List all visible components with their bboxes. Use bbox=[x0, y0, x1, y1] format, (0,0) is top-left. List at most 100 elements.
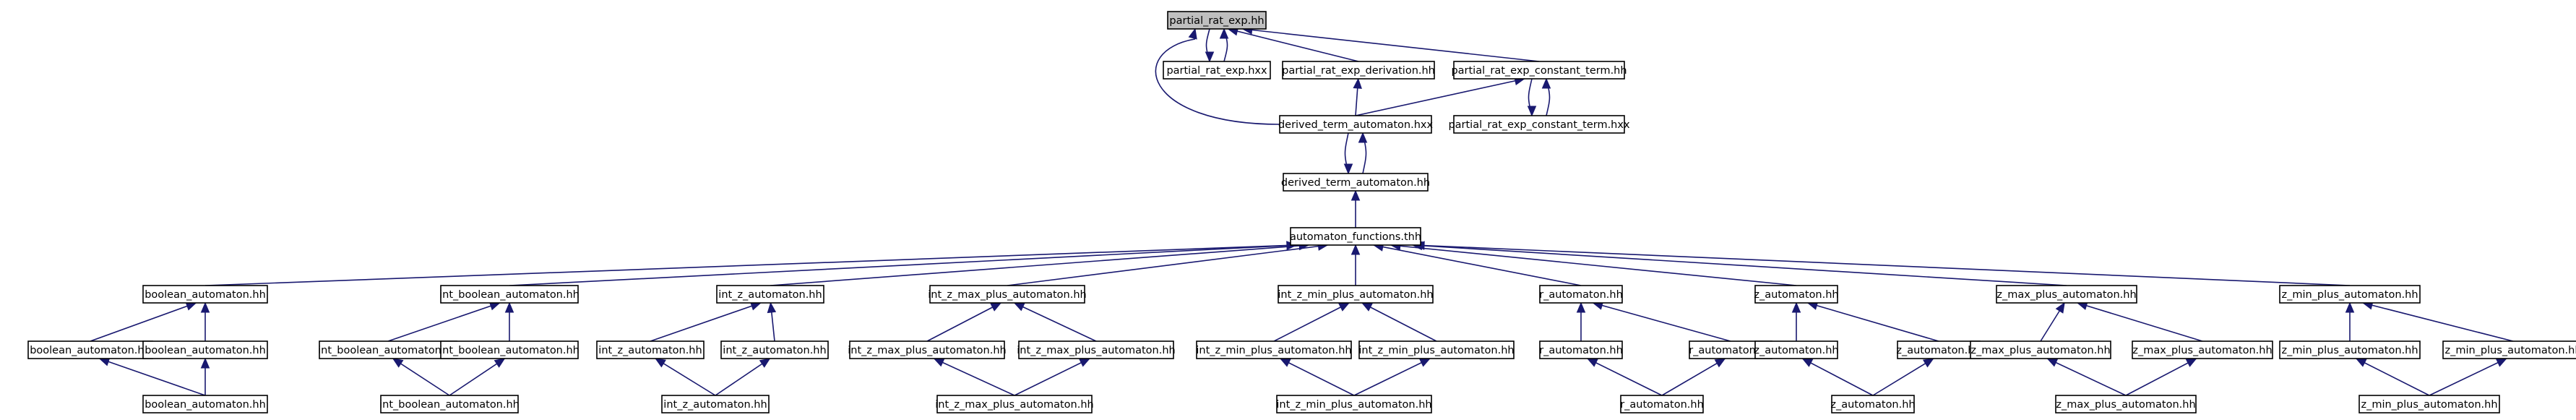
node-g0b[interactable]: boolean_automaton.hh bbox=[142, 340, 268, 359]
edge-g3a-to-g3 bbox=[926, 302, 1001, 342]
node-label: z_min_plus_automaton.hh bbox=[2281, 345, 2418, 356]
edge-n4-to-n2-arrowhead bbox=[1353, 77, 1362, 89]
node-box bbox=[849, 340, 1005, 359]
node-box bbox=[1283, 173, 1429, 192]
node-g8b[interactable]: z_min_plus_automaton.hh bbox=[2442, 340, 2576, 359]
edge-g3a-to-g3-arrowhead bbox=[990, 302, 1002, 312]
node-box bbox=[1620, 395, 1704, 413]
edge-n1-to-n0-arrowhead bbox=[1219, 27, 1229, 39]
node-g8a[interactable]: z_min_plus_automaton.hh bbox=[2279, 340, 2421, 359]
node-g7b[interactable]: z_max_plus_automaton.hh bbox=[2132, 340, 2273, 359]
edge-g4a-to-g4 bbox=[1273, 302, 1350, 342]
node-box bbox=[1996, 285, 2137, 304]
node-g3[interactable]: int_z_max_plus_automaton.hh bbox=[928, 285, 1087, 304]
node-label: int_z_max_plus_automaton.hh bbox=[1017, 345, 1175, 356]
node-g4[interactable]: int_z_min_plus_automaton.hh bbox=[1278, 285, 1434, 304]
node-g8c[interactable]: z_min_plus_automaton.hh bbox=[2359, 395, 2500, 413]
node-label: int_z_min_plus_automaton.hh bbox=[1278, 289, 1433, 301]
node-g5c[interactable]: r_automaton.hh bbox=[1620, 395, 1704, 413]
node-label: boolean_automaton.hh bbox=[145, 289, 266, 301]
node-n6[interactable]: derived_term_automaton.hh bbox=[1281, 173, 1430, 192]
edge-g2c-to-g2b-arrowhead bbox=[759, 358, 771, 368]
node-g7[interactable]: z_max_plus_automaton.hh bbox=[1996, 285, 2137, 304]
node-g0a[interactable]: boolean_automaton.hh bbox=[27, 340, 153, 359]
node-g3c[interactable]: int_z_max_plus_automaton.hh bbox=[935, 395, 1094, 413]
edge-g1b-to-g1-arrowhead bbox=[504, 301, 514, 313]
edge-g3c-to-g3b bbox=[1014, 358, 1090, 396]
node-box bbox=[720, 340, 829, 359]
node-g2b[interactable]: int_z_automaton.hh bbox=[720, 340, 829, 359]
node-label: r_automaton.hh bbox=[1539, 289, 1623, 301]
node-g3b[interactable]: int_z_max_plus_automaton.hh bbox=[1017, 340, 1176, 359]
node-box bbox=[2442, 340, 2576, 359]
node-label: int_boolean_automaton.hh bbox=[318, 345, 458, 356]
edge-g6c-to-g6a bbox=[1802, 358, 1874, 396]
node-label: r_automaton.hh bbox=[1689, 345, 1772, 356]
node-box bbox=[1167, 11, 1267, 30]
node-label: r_automaton.hh bbox=[1620, 399, 1704, 411]
node-g1c[interactable]: int_boolean_automaton.hh bbox=[379, 395, 520, 413]
node-label: partial_rat_exp_constant_term.hh bbox=[1451, 65, 1627, 77]
edge-g5c-to-g5a bbox=[1587, 358, 1663, 396]
edge-g1a-to-g1 bbox=[387, 302, 500, 342]
node-g1b[interactable]: int_boolean_automaton.hh bbox=[439, 340, 580, 359]
edge-g1c-to-g1b-arrowhead bbox=[494, 358, 506, 368]
edge-g4c-to-g4a-arrowhead bbox=[1279, 358, 1291, 367]
edge-g0-to-n7 bbox=[204, 244, 1297, 286]
node-g1[interactable]: int_boolean_automaton.hh bbox=[439, 285, 580, 304]
node-g6b[interactable]: z_automaton.hh bbox=[1896, 340, 1981, 359]
node-n5[interactable]: partial_rat_exp_constant_term.hxx bbox=[1448, 115, 1630, 134]
edge-g0a-to-g0-arrowhead bbox=[185, 301, 197, 311]
node-box bbox=[929, 285, 1085, 304]
edge-g6c-to-g6a-arrowhead bbox=[1801, 358, 1814, 367]
node-g5a[interactable]: r_automaton.hh bbox=[1539, 340, 1623, 359]
node-g2a[interactable]: int_z_automaton.hh bbox=[596, 340, 705, 359]
node-g2[interactable]: int_z_automaton.hh bbox=[716, 285, 824, 304]
node-label: int_z_max_plus_automaton.hh bbox=[928, 289, 1086, 301]
node-box bbox=[1279, 115, 1432, 134]
edge-g1-to-n7 bbox=[509, 244, 1297, 286]
node-n4[interactable]: derived_term_automaton.hxx bbox=[1278, 115, 1434, 134]
node-box bbox=[2359, 395, 2500, 413]
node-g4a[interactable]: int_z_min_plus_automaton.hh bbox=[1196, 340, 1352, 359]
node-label: z_automaton.hh bbox=[1830, 399, 1915, 411]
node-n1[interactable]: partial_rat_exp.hxx bbox=[1163, 61, 1271, 80]
node-g8[interactable]: z_min_plus_automaton.hh bbox=[2279, 285, 2421, 304]
edge-g8c-to-g8a bbox=[2356, 358, 2430, 396]
node-n3[interactable]: partial_rat_exp_constant_term.hh bbox=[1451, 61, 1627, 80]
node-box bbox=[1453, 61, 1625, 80]
node-label: partial_rat_exp_constant_term.hxx bbox=[1448, 119, 1630, 131]
node-g4c[interactable]: int_z_min_plus_automaton.hh bbox=[1276, 395, 1432, 413]
edge-g7b-to-g7 bbox=[2077, 302, 2203, 342]
node-box bbox=[1282, 61, 1435, 80]
edge-n4-to-n6-arrowhead bbox=[1343, 163, 1353, 175]
node-label: int_z_max_plus_automaton.hh bbox=[848, 345, 1006, 356]
edge-g6c-to-g6b-arrowhead bbox=[1922, 358, 1934, 368]
edge-g6b-to-g6 bbox=[1807, 302, 1939, 342]
node-label: z_automaton.hh bbox=[1754, 345, 1838, 356]
node-g7c[interactable]: z_max_plus_automaton.hh bbox=[2055, 395, 2197, 413]
node-g3a[interactable]: int_z_max_plus_automaton.hh bbox=[848, 340, 1007, 359]
node-g2c[interactable]: int_z_automaton.hh bbox=[661, 395, 770, 413]
node-g4b[interactable]: int_z_min_plus_automaton.hh bbox=[1358, 340, 1515, 359]
node-label: z_max_plus_automaton.hh bbox=[2056, 399, 2195, 411]
node-n7[interactable]: automaton_functions.thh bbox=[1290, 227, 1421, 246]
node-n0[interactable]: partial_rat_exp.hh bbox=[1167, 11, 1267, 30]
edge-g5-to-n7 bbox=[1373, 244, 1582, 286]
node-g5[interactable]: r_automaton.hh bbox=[1539, 285, 1623, 304]
edge-g3b-to-g3-arrowhead bbox=[1013, 302, 1025, 312]
node-g0c[interactable]: boolean_automaton.hh bbox=[142, 395, 268, 413]
node-g6a[interactable]: z_automaton.hh bbox=[1754, 340, 1839, 359]
node-n2[interactable]: partial_rat_exp_derivation.hh bbox=[1282, 61, 1435, 80]
node-g1a[interactable]: int_boolean_automaton.hh bbox=[318, 340, 458, 359]
edge-g6a-to-g6-arrowhead bbox=[1791, 301, 1801, 313]
node-g6[interactable]: z_automaton.hh bbox=[1754, 285, 1839, 304]
node-g7a[interactable]: z_max_plus_automaton.hh bbox=[1970, 340, 2111, 359]
node-g0[interactable]: boolean_automaton.hh bbox=[142, 285, 268, 304]
edge-g4b-to-g4 bbox=[1361, 302, 1437, 342]
node-box bbox=[319, 340, 457, 359]
node-box bbox=[1358, 340, 1515, 359]
edge-g6c-to-g6b bbox=[1872, 358, 1934, 396]
node-g6c[interactable]: z_automaton.hh bbox=[1830, 395, 1916, 413]
